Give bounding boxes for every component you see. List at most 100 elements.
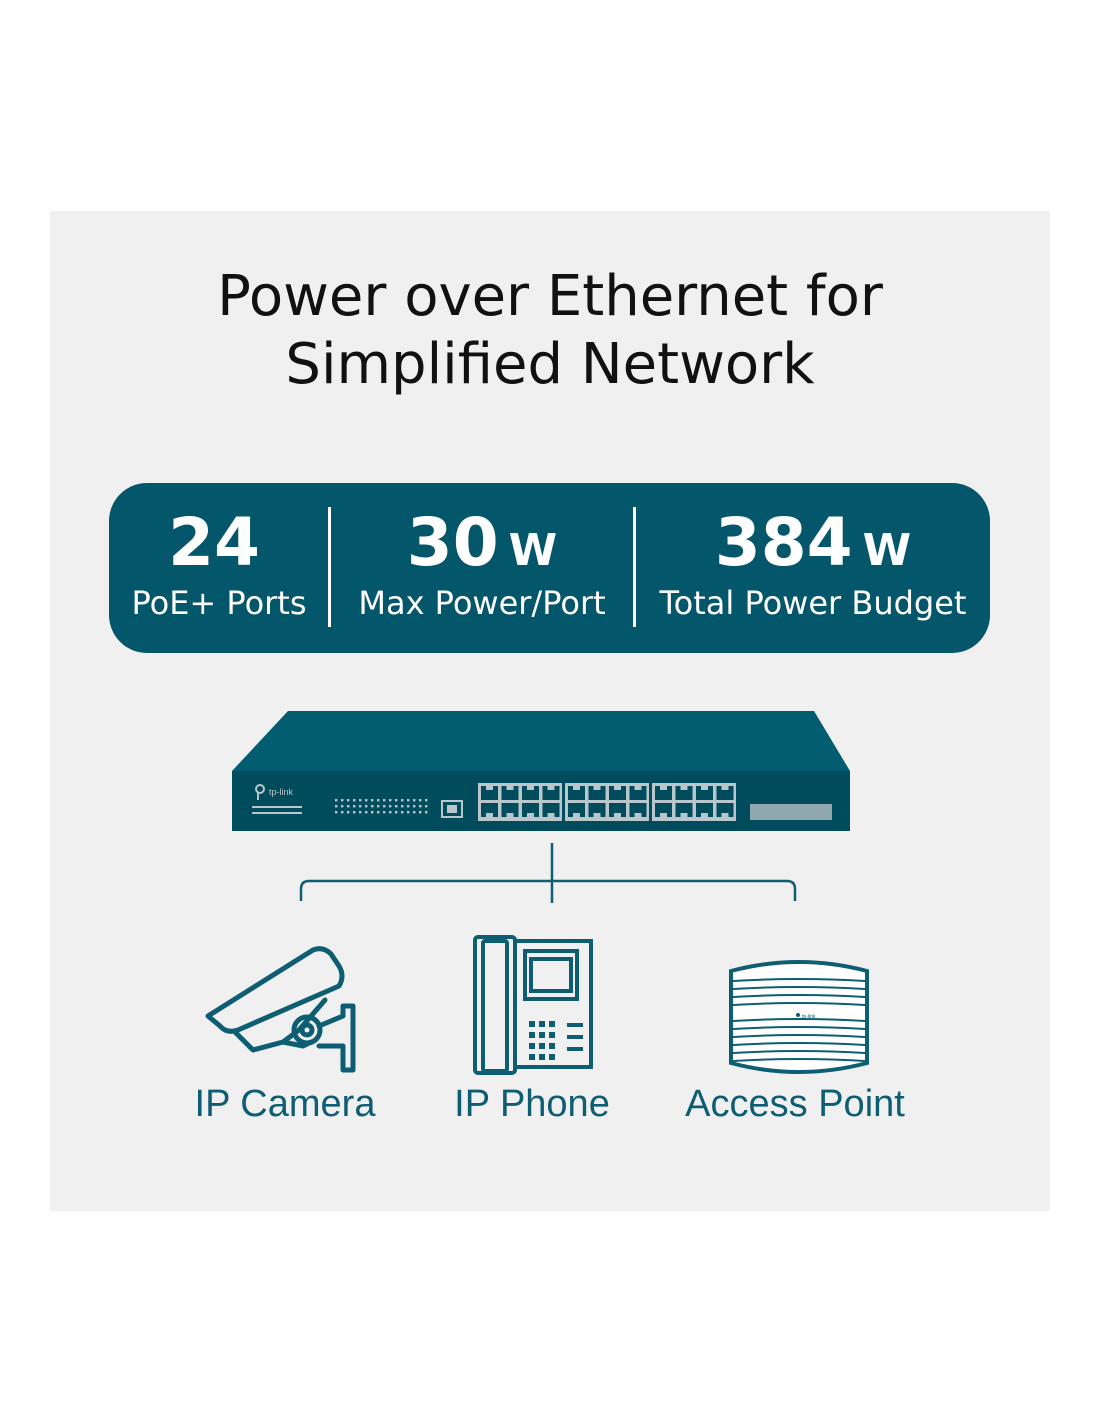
stat-label: PoE+ Ports xyxy=(131,584,307,622)
ap-vent-line xyxy=(732,1042,866,1046)
ethernet-port-tab xyxy=(593,813,601,817)
keypad-key xyxy=(539,1021,545,1027)
ethernet-port xyxy=(629,786,647,800)
ethernet-port xyxy=(655,786,672,800)
ethernet-port-tab xyxy=(506,786,514,790)
led-dot xyxy=(413,799,416,802)
ap-vent-line xyxy=(732,1002,866,1006)
led-dot xyxy=(401,805,404,808)
switch-stripe xyxy=(252,812,302,814)
led-dot xyxy=(371,799,374,802)
led-dot xyxy=(365,811,368,814)
keypad-key xyxy=(539,1032,545,1038)
stat-value: 24 xyxy=(168,504,260,581)
led-dot xyxy=(419,799,422,802)
ap-vent-line xyxy=(732,1018,866,1022)
ethernet-port-tab xyxy=(527,786,534,790)
led-dot xyxy=(353,799,356,802)
ethernet-port-tab xyxy=(573,786,580,790)
led-dot xyxy=(407,799,410,802)
led-dot xyxy=(347,799,350,802)
keypad-key xyxy=(549,1032,555,1038)
ap-vent-line xyxy=(732,1058,866,1062)
led-dot xyxy=(341,805,344,808)
led-dot xyxy=(335,805,338,808)
ethernet-port xyxy=(696,786,713,800)
led-dot xyxy=(413,805,416,808)
led-dot xyxy=(395,811,398,814)
network-diagram: tp-link xyxy=(205,711,869,1075)
device-label-ip-camera: IP Camera xyxy=(194,1083,376,1125)
title-line-2: Simplified Network xyxy=(285,332,815,397)
ethernet-port xyxy=(568,786,585,800)
sfp-slot xyxy=(750,804,832,820)
ethernet-port xyxy=(588,803,606,817)
led-dot xyxy=(425,799,428,802)
led-dot xyxy=(383,805,386,808)
led-dot xyxy=(377,805,380,808)
led-dot xyxy=(359,811,362,814)
ethernet-port-tab xyxy=(680,786,688,790)
device-label-access-point: Access Point xyxy=(685,1083,905,1125)
led-dot xyxy=(383,811,386,814)
title-line-1: Power over Ethernet for xyxy=(217,264,883,329)
ap-vent-line xyxy=(732,978,866,982)
led-dot xyxy=(383,799,386,802)
led-dot xyxy=(419,805,422,808)
led-dot xyxy=(389,805,392,808)
ethernet-port xyxy=(696,803,713,817)
keypad-key xyxy=(529,1043,535,1049)
stat-divider xyxy=(633,507,636,627)
led-dot xyxy=(359,805,362,808)
led-dot xyxy=(401,799,404,802)
led-dot xyxy=(377,799,380,802)
ethernet-port-tab xyxy=(660,813,667,817)
ap-vent-line xyxy=(732,1026,866,1030)
led-dot xyxy=(371,805,374,808)
led-dot xyxy=(413,811,416,814)
led-dot xyxy=(359,799,362,802)
ethernet-port-tab xyxy=(573,813,580,817)
ethernet-port xyxy=(716,803,734,817)
led-dot xyxy=(401,811,404,814)
ethernet-port xyxy=(542,803,560,817)
ethernet-port-tab xyxy=(547,786,555,790)
ethernet-port xyxy=(522,803,539,817)
led-dot xyxy=(395,805,398,808)
ethernet-port xyxy=(481,803,498,817)
keypad-key xyxy=(539,1043,545,1049)
ethernet-port xyxy=(501,803,519,817)
ethernet-port-tab xyxy=(486,813,493,817)
led-dot xyxy=(365,799,368,802)
led-dot xyxy=(335,799,338,802)
keypad-key xyxy=(529,1054,535,1060)
ethernet-port-tab xyxy=(614,786,621,790)
ap-vent-line xyxy=(732,1034,866,1038)
content-panel: Power over Ethernet for Simplified Netwo… xyxy=(50,211,1050,1211)
ethernet-port-tab xyxy=(506,813,514,817)
ethernet-port-tab xyxy=(486,786,493,790)
ethernet-port xyxy=(629,803,647,817)
console-port-inner xyxy=(447,805,457,813)
device-label-ip-phone: IP Phone xyxy=(454,1083,610,1125)
ip-camera-icon xyxy=(205,946,356,1073)
led-dot xyxy=(425,805,428,808)
ethernet-port xyxy=(609,786,626,800)
ethernet-port-tab xyxy=(634,813,642,817)
ethernet-port-tab xyxy=(721,813,729,817)
ethernet-port xyxy=(588,786,606,800)
keypad-key xyxy=(549,1021,555,1027)
ethernet-port-tab xyxy=(680,813,688,817)
ethernet-port xyxy=(542,786,560,800)
led-dot xyxy=(419,811,422,814)
keypad-key xyxy=(539,1054,545,1060)
stat-divider xyxy=(328,507,331,627)
stat-poe-ports: 24 PoE+ Ports xyxy=(109,483,329,653)
ethernet-port xyxy=(522,786,539,800)
console-port xyxy=(441,800,463,818)
led-dot xyxy=(395,799,398,802)
ethernet-port-tab xyxy=(614,813,621,817)
